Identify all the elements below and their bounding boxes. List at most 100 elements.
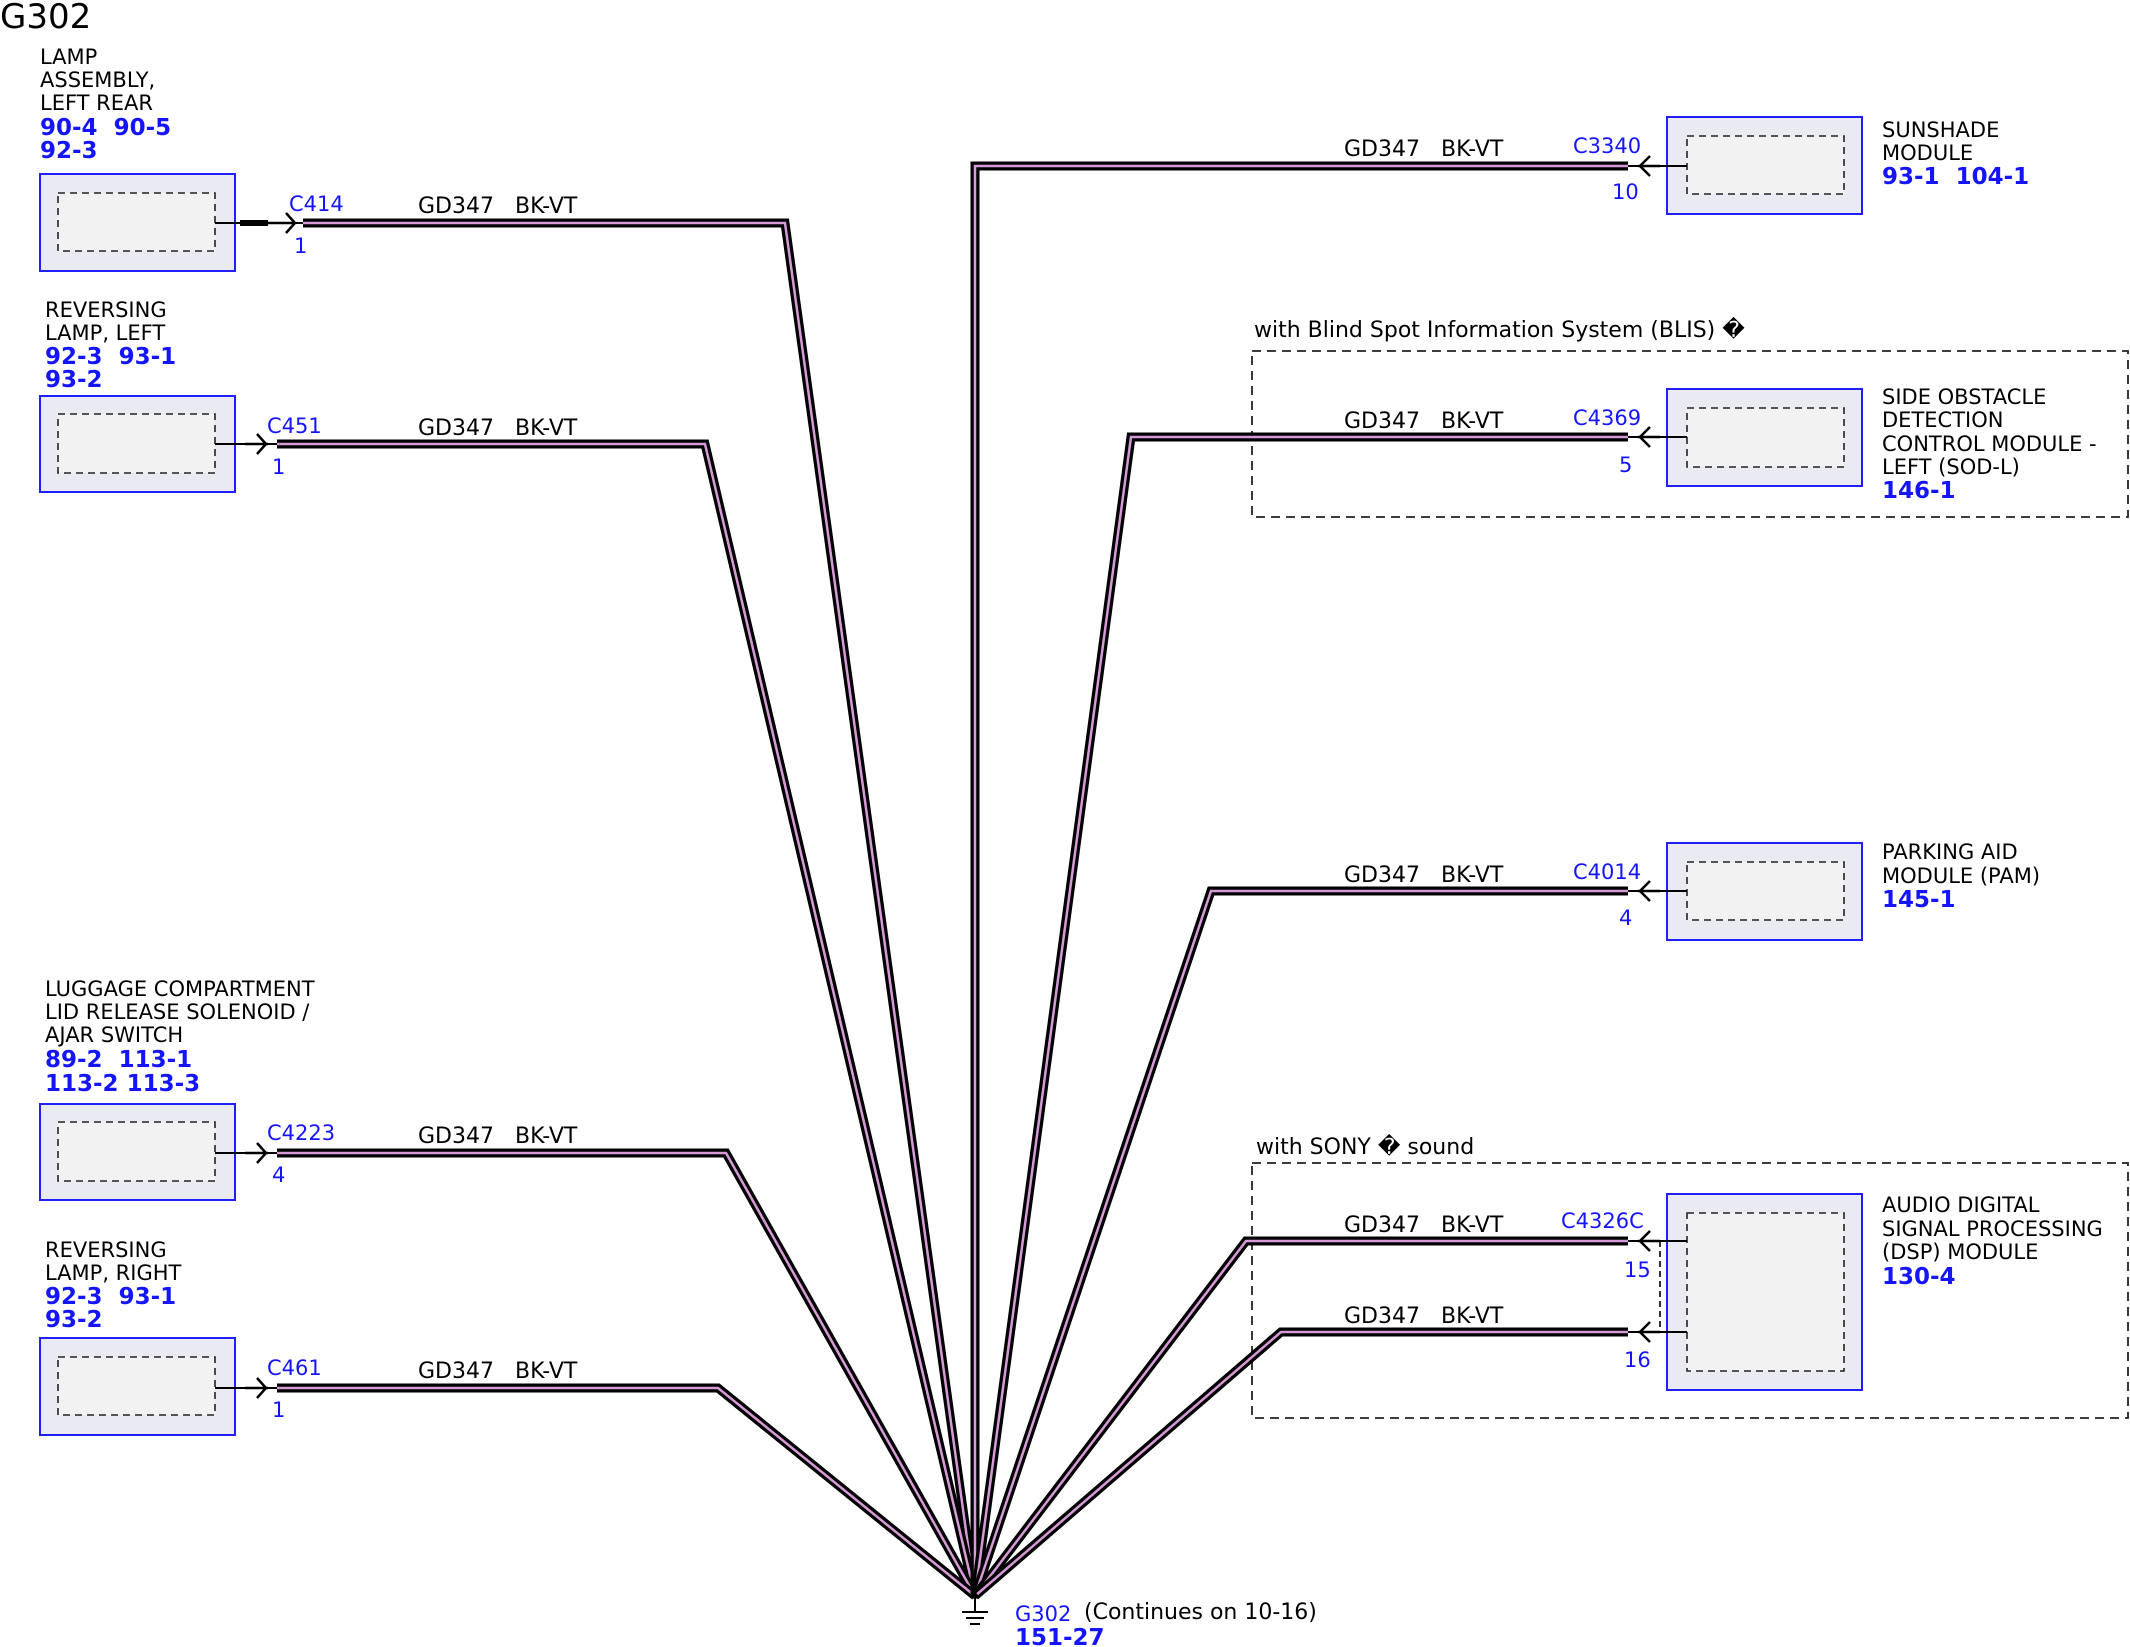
page-reference[interactable]: 151-27 [1015, 1625, 1105, 1647]
component-inner-box [1686, 861, 1845, 921]
ground-id[interactable]: G302 [1015, 1602, 1071, 1626]
page-reference[interactable]: 145-1 [1882, 887, 1956, 913]
wire-c451 [277, 439, 980, 1598]
component-name: SUNSHADE [1882, 118, 1999, 142]
pin-number: 1 [272, 1398, 285, 1422]
connector-id[interactable]: C4223 [267, 1121, 335, 1145]
wire-c461 [277, 1383, 978, 1600]
connector-id[interactable]: C3340 [1573, 134, 1641, 158]
component-name: ASSEMBLY, [40, 68, 155, 92]
page-reference[interactable]: 92-3 93-1 [45, 344, 176, 370]
wire-color-label: BK-VT [1441, 1213, 1504, 1238]
page-reference[interactable]: 90-4 90-5 [40, 115, 171, 141]
connector-id[interactable]: C4326C [1561, 1209, 1644, 1233]
wire-c4326c-15-trace [974, 1239, 1628, 1597]
component-luggage-compartment: LUGGAGE COMPARTMENT LID RELEASE SOLENOID… [39, 977, 335, 1201]
pin-number: 4 [272, 1163, 285, 1187]
component-name: DETECTION [1882, 408, 2003, 432]
component-name: MODULE (PAM) [1882, 864, 2040, 888]
connector-id[interactable]: C461 [267, 1356, 322, 1380]
pin-number: 4 [1619, 906, 1632, 930]
connector-arrow-icon [1638, 426, 1660, 448]
connector-arrow-icon [1638, 155, 1660, 177]
wire-c4369 [970, 432, 1628, 1597]
wire-c4223 [277, 1148, 979, 1599]
component-name: LID RELEASE SOLENOID / [45, 1000, 310, 1024]
component-reversing-lamp-left: REVERSING LAMP, LEFT 92-3 93-1 93-2 C451… [39, 298, 322, 493]
connector-arrow-icon [1638, 1230, 1660, 1252]
wire-c451-trace [277, 442, 977, 1597]
connector-arrow-icon [245, 1377, 268, 1399]
page-reference[interactable]: 92-3 [40, 138, 98, 164]
component-name: PARKING AID [1882, 840, 2018, 864]
page-reference[interactable]: 93-2 [45, 367, 103, 393]
wire-labels: GD347 BK-VT GD347 BK-VT GD347 BK-VT GD34… [418, 137, 1504, 1384]
page-reference[interactable]: 130-4 [1882, 1264, 1956, 1290]
wire-c4369-trace [973, 435, 1628, 1597]
component-inner-box [1686, 1212, 1845, 1372]
wire-c3340-trace [973, 164, 1628, 1596]
component-name: MODULE [1882, 141, 1973, 165]
component-name: LAMP, LEFT [45, 321, 165, 345]
sony-option-label: with SONY � sound [1256, 1133, 1474, 1160]
wire-color-label: BK-VT [1441, 863, 1504, 888]
wire-c4326c-16-trace [974, 1330, 1628, 1597]
wire-c4014-trace [973, 889, 1628, 1597]
ground-symbol-icon [962, 1596, 988, 1625]
ground-point-g302: G302 (Continues on 10-16) 151-27 [962, 1593, 1317, 1647]
wire-color-label: BK-VT [1441, 1304, 1504, 1329]
pin-number: 10 [1612, 180, 1639, 204]
page-reference[interactable]: 89-2 113-1 [45, 1047, 192, 1073]
wire-color-label: BK-VT [515, 1359, 578, 1384]
component-name: REVERSING [45, 298, 167, 322]
connector-id[interactable]: C414 [289, 192, 344, 216]
sony-option-region [1251, 1162, 2129, 1419]
wire-c461-trace [277, 1386, 976, 1597]
component-name: LUGGAGE COMPARTMENT [45, 977, 315, 1001]
component-name: LEFT REAR [40, 91, 153, 115]
wire-color-label: BK-VT [515, 1124, 578, 1149]
wire-circuit-label: GD347 [418, 1124, 494, 1149]
component-name: (DSP) MODULE [1882, 1240, 2038, 1264]
component-reversing-lamp-right: REVERSING LAMP, RIGHT 92-3 93-1 93-2 C46… [39, 1238, 322, 1436]
component-name: SIDE OBSTACLE [1882, 385, 2046, 409]
diagram-title: G302 [0, 0, 91, 37]
component-name: CONTROL MODULE - [1882, 432, 2097, 456]
connector-id[interactable]: C4014 [1573, 860, 1641, 884]
component-name: SIGNAL PROCESSING [1882, 1217, 2103, 1241]
component-inner-box [57, 1356, 216, 1416]
connector-id[interactable]: C4369 [1573, 406, 1641, 430]
ground-continuation-note: (Continues on 10-16) [1084, 1600, 1317, 1625]
component-inner-box [1686, 407, 1845, 468]
component-inner-box [57, 1121, 216, 1182]
connector-id[interactable]: C451 [267, 414, 322, 438]
pin-number: 1 [272, 455, 285, 479]
page-reference[interactable]: 92-3 93-1 [45, 1284, 176, 1310]
component-name: LAMP, RIGHT [45, 1261, 182, 1285]
component-name: AJAR SWITCH [45, 1023, 183, 1047]
component-parking-aid-module: C4014 4 PARKING AID MODULE (PAM) 145-1 [1573, 840, 2040, 941]
component-name: LEFT (SOD-L) [1882, 455, 2020, 479]
page-reference[interactable]: 146-1 [1882, 478, 1956, 504]
blis-option-label: with Blind Spot Information System (BLIS… [1254, 316, 1745, 343]
wire-c4223-trace [277, 1151, 977, 1597]
connector-arrow-icon [245, 1142, 268, 1164]
wire-circuit-label: GD347 [1344, 863, 1420, 888]
wire-circuit-label: GD347 [418, 194, 494, 219]
wire-circuit-label: GD347 [1344, 137, 1420, 162]
component-sod-l-module: C4369 5 SIDE OBSTACLE DETECTION CONTROL … [1573, 385, 2097, 504]
page-reference[interactable]: 113-2 113-3 [45, 1071, 200, 1097]
page-reference[interactable]: 93-1 104-1 [1882, 164, 2029, 190]
wire-harness [277, 161, 1628, 1600]
wire-color-label: BK-VT [1441, 409, 1504, 434]
pin-number: 16 [1624, 1348, 1651, 1372]
wire-circuit-label: GD347 [1344, 1304, 1420, 1329]
component-inner-box [57, 192, 216, 252]
connector-arrow-icon [268, 212, 297, 234]
page-reference[interactable]: 93-2 [45, 1307, 103, 1333]
wire-circuit-label: GD347 [1344, 409, 1420, 434]
component-inner-box [57, 413, 216, 474]
pin-number: 5 [1619, 453, 1632, 477]
component-lamp-left-rear: LAMP ASSEMBLY, LEFT REAR 90-4 90-5 92-3 … [39, 45, 344, 272]
component-dsp-module: C4326C 15 16 AUDIO DIGITAL SIGNAL PROCES… [1561, 1193, 2103, 1391]
